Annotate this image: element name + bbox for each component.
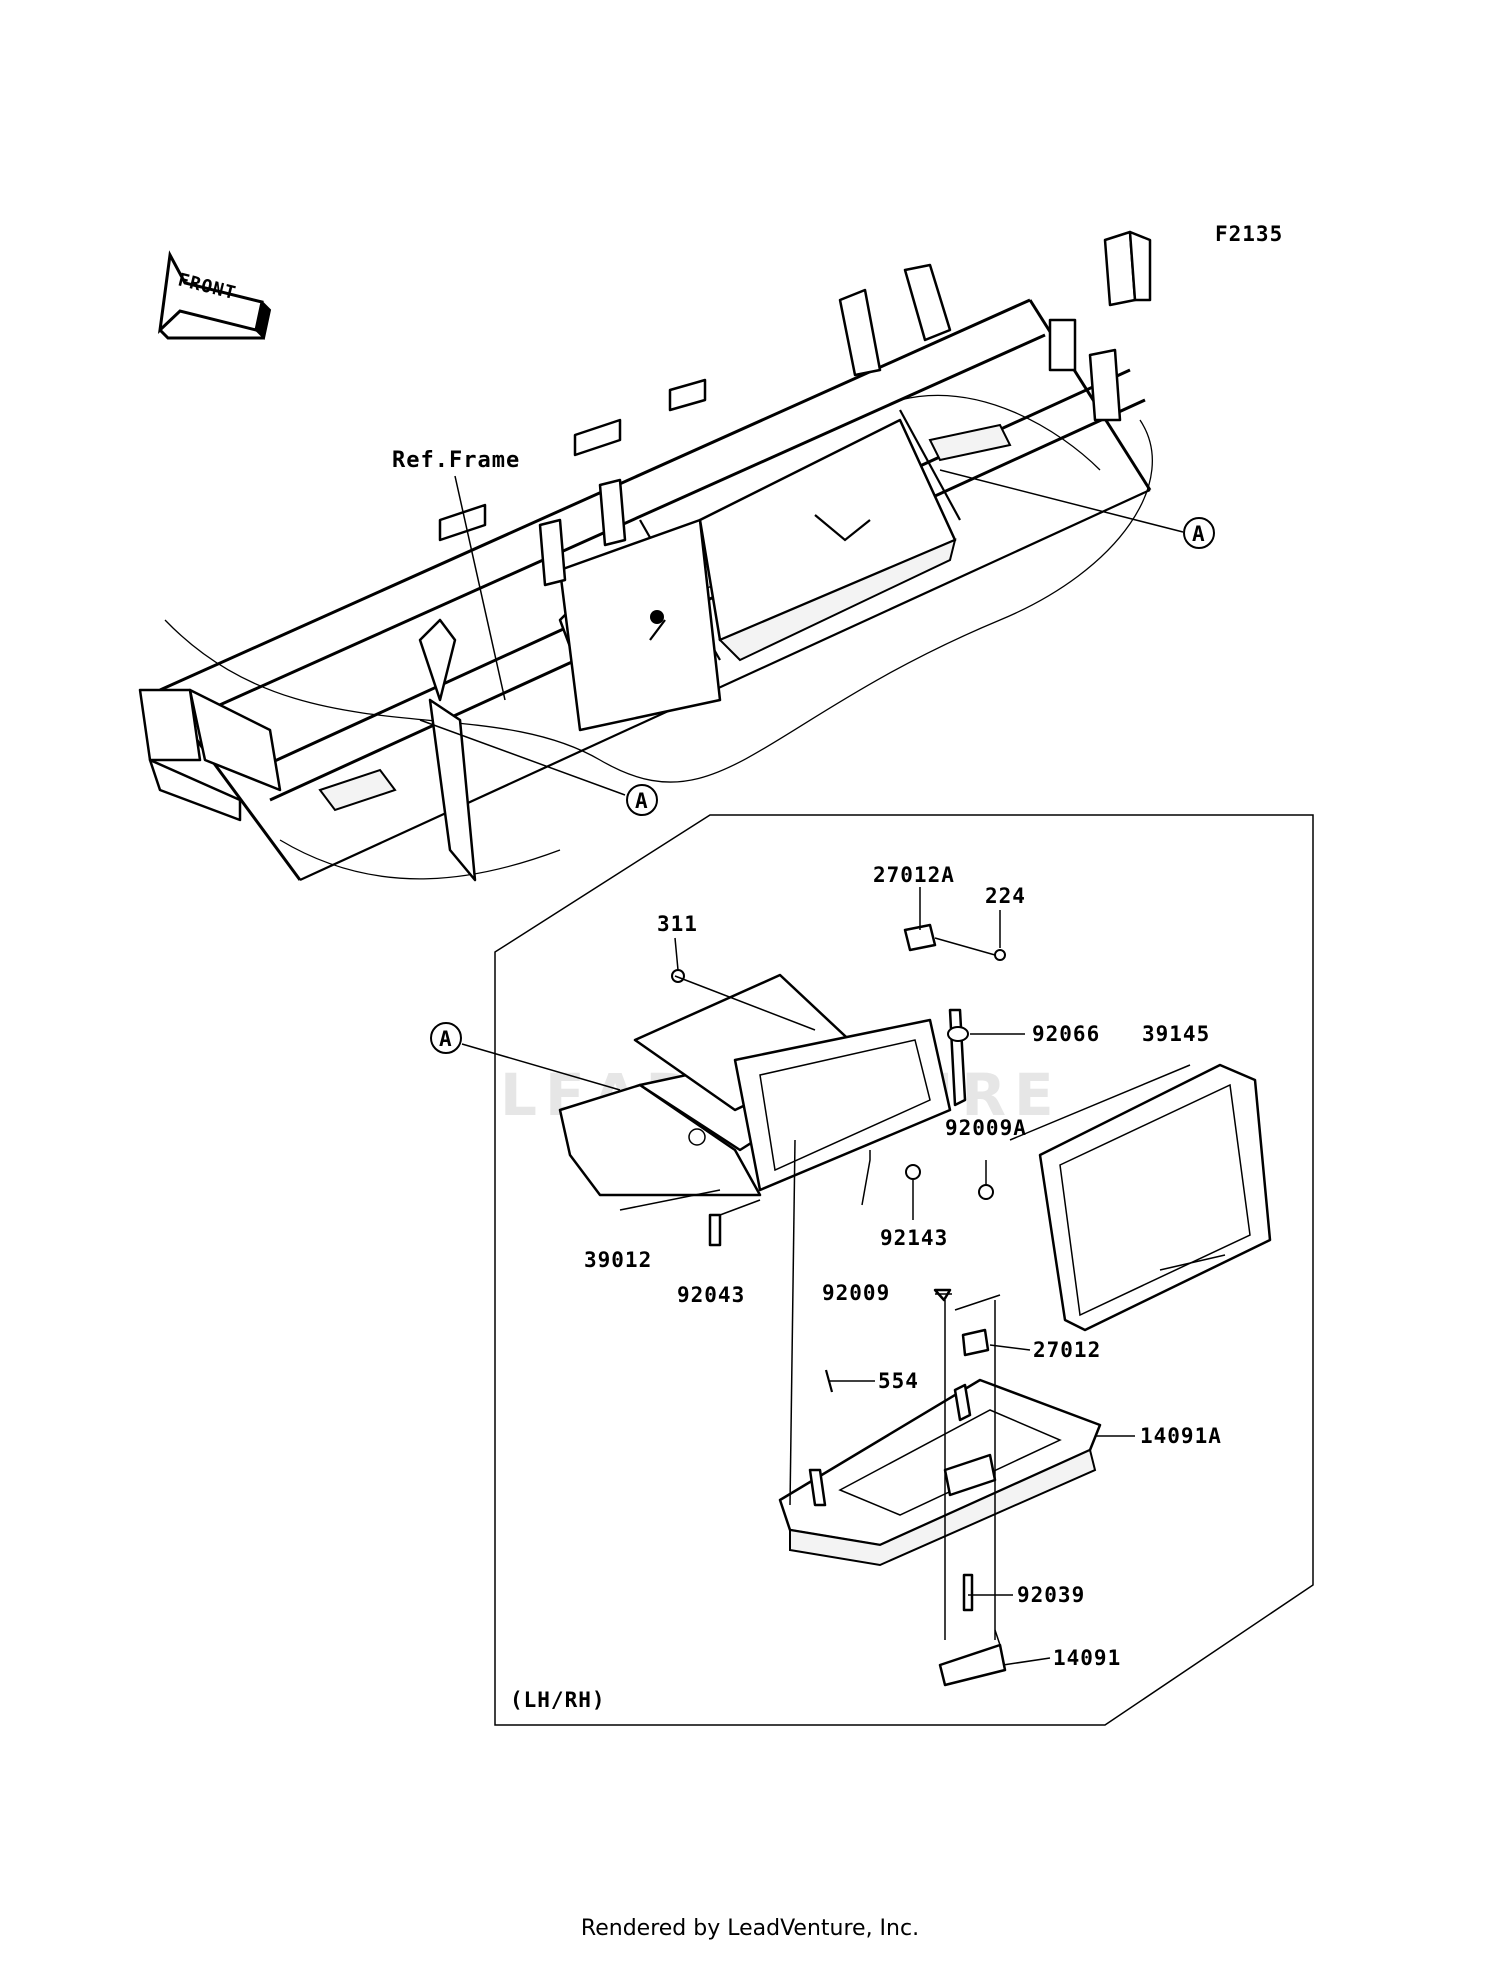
part-label-224[interactable]: 224 [985, 884, 1026, 908]
hardware-92039[interactable] [962, 1573, 974, 1612]
hardware-224[interactable] [994, 949, 1006, 961]
hardware-92066[interactable] [947, 1026, 969, 1042]
callout-a-frame-front: A [626, 784, 658, 816]
part-label-311[interactable]: 311 [657, 912, 698, 936]
variant-label: (LH/RH) [510, 1688, 606, 1712]
hardware-311[interactable] [671, 969, 685, 983]
storage-box-39012[interactable] [558, 973, 967, 1197]
tray-14091A[interactable] [778, 1378, 1102, 1567]
part-label-14091A[interactable]: 14091A [1140, 1424, 1222, 1448]
detail-box [494, 814, 1314, 1726]
diagram-code: F2135 [1215, 222, 1283, 246]
hardware-27012A[interactable] [903, 923, 937, 952]
vehicle-frame [138, 230, 1153, 882]
ref-frame-label: Ref.Frame [392, 448, 520, 473]
part-label-92009A[interactable]: 92009A [945, 1116, 1027, 1140]
callout-a-label: A [635, 789, 649, 813]
part-label-92039[interactable]: 92039 [1017, 1583, 1085, 1607]
callout-a-frame-rear: A [1183, 517, 1215, 549]
part-label-554[interactable]: 554 [878, 1369, 919, 1393]
hardware-92143[interactable] [905, 1164, 921, 1180]
part-label-14091[interactable]: 14091 [1053, 1646, 1121, 1670]
latch-14091[interactable] [938, 1629, 1007, 1687]
part-label-92143[interactable]: 92143 [880, 1226, 948, 1250]
part-label-92066[interactable]: 92066 [1032, 1022, 1100, 1046]
callout-a-label: A [1192, 522, 1206, 546]
callout-a-label: A [439, 1027, 453, 1051]
rendered-by-footer: Rendered by LeadVenture, Inc. [580, 1916, 920, 1941]
lid-39145[interactable] [1038, 1063, 1272, 1332]
hardware-27012[interactable] [961, 1328, 990, 1357]
hardware-554[interactable] [824, 1369, 834, 1393]
part-label-39012[interactable]: 39012 [584, 1248, 652, 1272]
front-arrow-icon: FRONT [157, 250, 272, 341]
part-label-92043[interactable]: 92043 [677, 1283, 745, 1307]
hardware-92043[interactable] [708, 1213, 722, 1247]
part-label-39145[interactable]: 39145 [1142, 1022, 1210, 1046]
part-label-92009[interactable]: 92009 [822, 1281, 890, 1305]
part-label-27012[interactable]: 27012 [1033, 1338, 1101, 1362]
hardware-92009A[interactable] [978, 1184, 994, 1200]
hardware-92009[interactable] [933, 1288, 952, 1302]
callout-a-detail: A [430, 1022, 462, 1054]
part-label-27012A[interactable]: 27012A [873, 863, 955, 887]
